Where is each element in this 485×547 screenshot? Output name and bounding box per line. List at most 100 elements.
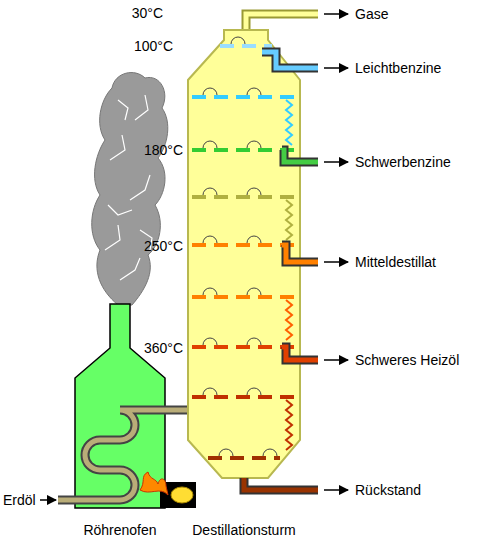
smoke-cloud [92, 73, 168, 305]
output-arrow [324, 13, 348, 15]
bubble-cap [247, 141, 261, 148]
tray-segment [236, 345, 250, 349]
bubble-cap [231, 37, 245, 44]
outlet-pipe [262, 52, 318, 68]
product-label: Mitteldestillat [355, 254, 436, 270]
tray-segment [208, 456, 222, 460]
bubble-cap [247, 236, 261, 243]
bubble-cap [247, 188, 261, 195]
tray-segment [258, 345, 272, 349]
pipe-outline [244, 478, 318, 490]
tray-segment [258, 395, 272, 399]
bubble-cap [247, 338, 261, 345]
part-name: Destillationsturm [192, 522, 295, 538]
tray-segment [280, 395, 294, 399]
smoke-crack [108, 205, 132, 215]
downcomer [286, 300, 292, 340]
bubble-cap [247, 388, 261, 395]
bubble-cap [203, 188, 217, 195]
tray-segment [236, 243, 250, 247]
tray-segment [192, 195, 206, 199]
input-arrow [40, 499, 56, 501]
tray-segment [280, 195, 294, 199]
tray-segment [214, 195, 228, 199]
output-arrow [324, 261, 348, 263]
bubble-cap [203, 236, 217, 243]
smoke-crack [130, 175, 150, 200]
tray-segment [192, 148, 206, 152]
output-arrow [324, 161, 348, 163]
temperature-label: 30°C [132, 5, 163, 21]
tray-segment [214, 95, 228, 99]
product-label: Gase [355, 6, 388, 22]
tray-segment [220, 44, 234, 48]
smoke-crack [118, 100, 128, 120]
bubble-cap [203, 288, 217, 295]
tray-segment [230, 456, 244, 460]
downcomer [286, 100, 292, 145]
tray-segment [192, 345, 206, 349]
bubble-cap [219, 449, 233, 456]
bubble-cap [203, 88, 217, 95]
tray-segment [280, 95, 294, 99]
smoke-crack [135, 95, 148, 120]
tray-segment [280, 295, 294, 299]
bubble-cap [203, 141, 217, 148]
tray-segment [258, 95, 272, 99]
tray-segment [236, 295, 250, 299]
tray-segment [214, 295, 228, 299]
pipe-outline [282, 347, 318, 360]
tray-segment [192, 243, 206, 247]
product-label: Schweres Heizöl [355, 352, 459, 368]
product-label: Rückstand [355, 482, 421, 498]
tray-segment [214, 345, 228, 349]
tray-segment [258, 243, 272, 247]
tray-segment [236, 148, 250, 152]
outlet-pipe [282, 150, 318, 162]
smoke-crack [105, 225, 120, 250]
tray-segment [236, 195, 250, 199]
tray-segment [252, 456, 266, 460]
tray-segment [192, 395, 206, 399]
pipe-outline [282, 150, 318, 162]
bubble-cap [263, 449, 277, 456]
tray-segment [242, 44, 256, 48]
tray-segment [274, 456, 280, 460]
tray-segment [192, 295, 206, 299]
product-label: Schwerbenzine [355, 154, 451, 170]
tray-segment [258, 148, 272, 152]
smoke-crack [110, 135, 125, 160]
temperature-label: 180°C [144, 142, 183, 158]
bubble-cap [247, 88, 261, 95]
downcomer [286, 200, 292, 240]
temperature-label: 100°C [134, 38, 173, 54]
tray-segment [236, 395, 250, 399]
product-label: Erdöl [3, 492, 36, 508]
flame [140, 472, 168, 495]
bubble-cap [203, 338, 217, 345]
pipe-outline [262, 52, 318, 68]
temperature-label: 250°C [144, 238, 183, 254]
output-arrow [324, 359, 348, 361]
bubble-cap [203, 388, 217, 395]
coil-pipe [58, 410, 190, 500]
tray-segment [214, 243, 228, 247]
outlet-pipe [282, 347, 318, 360]
tray-segment [236, 95, 250, 99]
coil-pipe-outline [58, 410, 190, 500]
tray-group [192, 37, 294, 458]
output-arrow [324, 67, 348, 69]
pipe-outline [282, 245, 318, 262]
outlet-pipes [244, 14, 348, 490]
bubble-cap [247, 288, 261, 295]
product-label: Leichtbenzine [355, 60, 441, 76]
tray-segment [192, 95, 206, 99]
part-name: Röhrenofen [83, 522, 156, 538]
output-arrow [324, 489, 348, 491]
outlet-pipe [244, 478, 318, 490]
temperature-label: 360°C [144, 340, 183, 356]
burner [171, 487, 193, 503]
outlet-pipe [282, 245, 318, 262]
